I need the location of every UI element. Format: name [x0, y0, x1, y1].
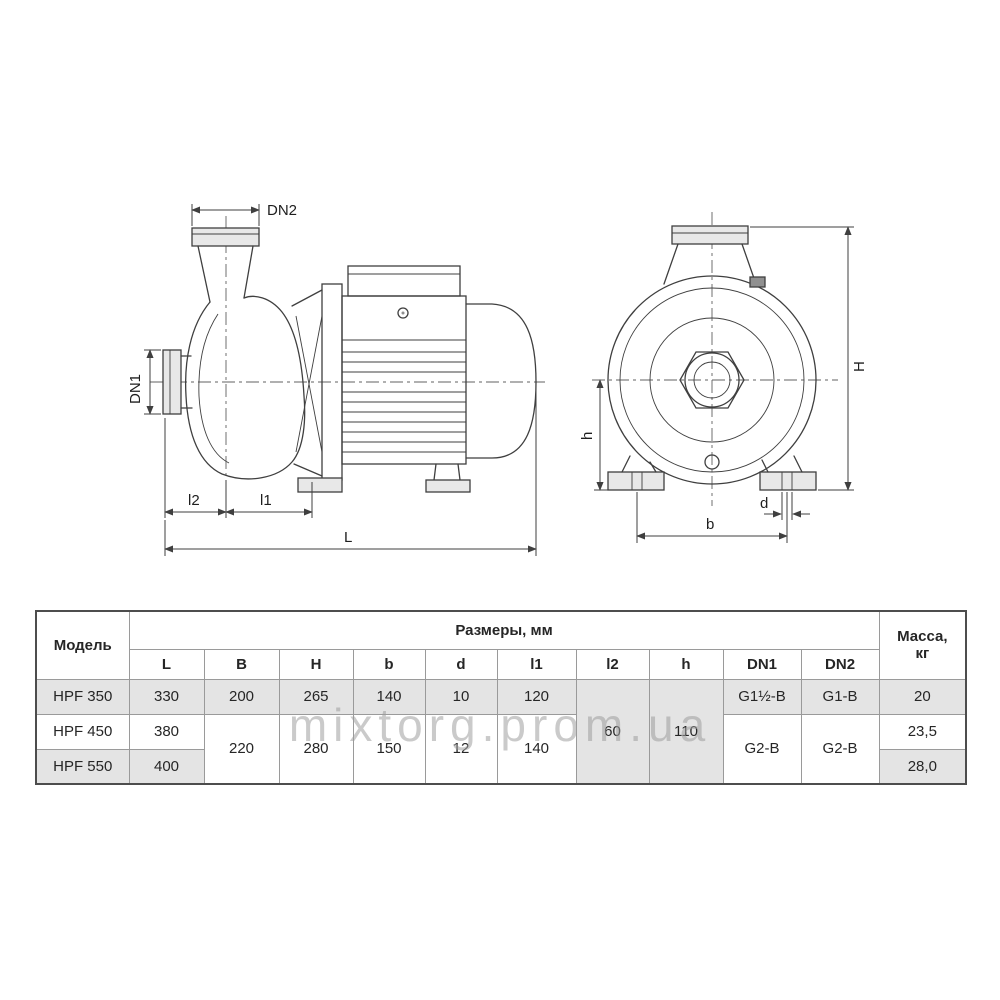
dim-label-d: d — [760, 495, 768, 512]
priming-plug — [749, 276, 766, 288]
dim-label-dn2: DN2 — [267, 202, 297, 219]
dimension-dn2: DN2 — [191, 202, 297, 226]
col-DN1: DN1 — [722, 648, 802, 680]
pump-front-view: H h b d — [579, 212, 868, 543]
cell-h-merged: 110 — [648, 678, 724, 785]
table-row-hpf450: HPF 450 380 220 280 150 12 140 G2-B G2-B… — [35, 713, 967, 785]
cell-b-merged: 150 — [352, 713, 426, 785]
screw-icon — [397, 307, 409, 319]
pump-side-view: DN2 DN1 l2 l1 L — [127, 202, 545, 556]
header-mass-line1: Масса, — [897, 628, 948, 646]
motor-end-bell — [465, 303, 537, 459]
drain-plug — [704, 454, 720, 470]
discharge-pipe — [191, 227, 260, 303]
cooling-fins — [342, 351, 466, 453]
col-B: B — [203, 648, 280, 680]
cell-l1-merged: 140 — [496, 713, 577, 785]
discharge-pipe-front — [663, 225, 766, 288]
volute-casing — [185, 295, 306, 480]
base-feet-front — [607, 455, 817, 491]
cell-H: 265 — [278, 678, 354, 715]
dimensions-table: Модель Размеры, мм Масса, кг L B H b d l… — [35, 610, 968, 785]
header-mass-line2: кг — [915, 645, 930, 663]
cell-l1: 120 — [496, 678, 577, 715]
cell-H-merged: 280 — [278, 713, 354, 785]
dim-label-H: H — [851, 361, 868, 372]
pump-technical-drawing: DN2 DN1 l2 l1 L — [127, 202, 868, 556]
cell-mass: 20 — [878, 678, 967, 715]
dimensions-table-section: Модель Размеры, мм Масса, кг L B H b d l… — [35, 610, 968, 785]
dim-label-l1: l1 — [260, 492, 272, 509]
col-L: L — [128, 648, 205, 680]
cell-B: 200 — [203, 678, 280, 715]
model-cell: HPF 450 — [35, 713, 130, 750]
cell-mass: 28,0 — [878, 748, 967, 785]
col-l2: l2 — [575, 648, 650, 680]
header-sizes: Размеры, мм — [128, 610, 880, 650]
dimension-H: H — [750, 226, 868, 491]
cell-DN1: G1½-B — [722, 678, 802, 715]
dimension-d: d — [760, 492, 810, 520]
model-cell: HPF 550 — [35, 748, 130, 785]
dim-label-h: h — [579, 432, 596, 440]
dimension-b: b — [636, 492, 788, 543]
table-row-hpf550: HPF 550 400 28,0 — [35, 748, 967, 785]
suction-port-hex — [679, 351, 745, 409]
dim-label-dn1: DN1 — [127, 374, 144, 404]
col-H: H — [278, 648, 354, 680]
table-row-hpf350: HPF 350 330 200 265 140 10 120 60 110 G1… — [35, 678, 967, 785]
cell-d: 10 — [424, 678, 498, 715]
terminal-box — [347, 265, 461, 297]
cell-b: 140 — [352, 678, 426, 715]
cell-DN2-merged: G2-B — [800, 713, 880, 785]
casing-front — [607, 275, 817, 485]
header-model: Модель — [35, 610, 130, 680]
dim-label-L: L — [344, 529, 352, 546]
header-mass: Масса, кг — [878, 610, 967, 680]
dimension-l2: l2 — [164, 418, 227, 518]
cell-l2-merged: 60 — [575, 678, 650, 785]
dim-label-b: b — [706, 516, 714, 533]
dimension-L: L — [164, 386, 537, 556]
cell-L: 380 — [128, 713, 205, 750]
dimension-l1: l1 — [225, 482, 313, 518]
col-d: d — [424, 648, 498, 680]
model-cell: HPF 350 — [35, 678, 130, 715]
cell-DN2: G1-B — [800, 678, 880, 715]
dimension-h: h — [579, 379, 608, 491]
cell-L: 330 — [128, 678, 205, 715]
col-DN2: DN2 — [800, 648, 880, 680]
motor-body — [341, 265, 537, 465]
cell-d-merged: 12 — [424, 713, 498, 785]
dim-label-l2: l2 — [188, 492, 200, 509]
col-h: h — [648, 648, 724, 680]
col-b: b — [352, 648, 426, 680]
col-l1: l1 — [496, 648, 577, 680]
pump-feet — [297, 463, 471, 493]
cell-DN1-merged: G2-B — [722, 713, 802, 785]
dimension-dn1: DN1 — [127, 349, 161, 415]
cell-L: 400 — [128, 748, 205, 785]
cell-mass: 23,5 — [878, 713, 967, 750]
suction-flange — [162, 349, 193, 415]
cell-B-merged: 220 — [203, 713, 280, 785]
